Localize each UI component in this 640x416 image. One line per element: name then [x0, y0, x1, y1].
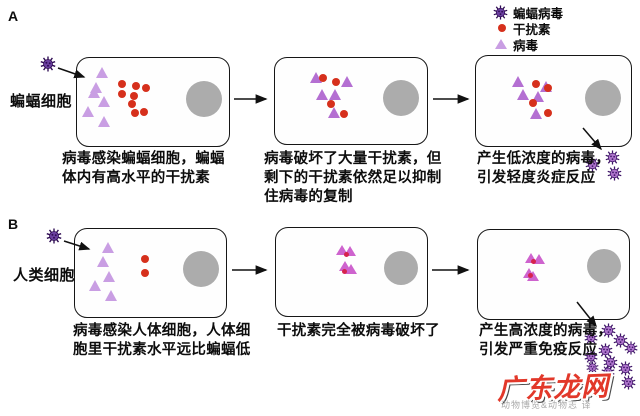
interferon-dot [131, 109, 139, 117]
virus-triangle-icon [493, 37, 508, 52]
released-virus-star [584, 331, 598, 345]
interferon-dot [332, 78, 340, 86]
legend-row-virus: 病毒 [493, 36, 563, 53]
caption-bat-step1: 病毒感染蝙蝠细胞，蝙蝠 体内有高水平的干扰素 [62, 151, 225, 186]
panel-b-letter: B [8, 216, 19, 232]
caption-human-step1: 病毒感染人体细胞，人体细 胞里干扰素水平远比蝙蝠低 [73, 323, 251, 358]
caption-human-step3: 产生高浓度的病毒， 引发严重免疫反应 [479, 323, 613, 358]
virus-triangle [345, 264, 357, 274]
interferon-dot [142, 84, 150, 92]
released-virus-star [601, 365, 615, 379]
virus-triangle [98, 116, 110, 127]
released-virus-star [613, 332, 628, 348]
interferon-dot [128, 100, 136, 108]
virus-triangle [316, 89, 328, 100]
legend-label: 病毒 [513, 38, 539, 53]
virus-triangle [517, 89, 529, 100]
nucleus [186, 81, 222, 117]
virus-triangle [82, 106, 94, 117]
interferon-dot [532, 80, 540, 88]
interferon-dot-icon [493, 21, 508, 36]
panel-a-letter: A [8, 8, 19, 24]
bat-virus-star [46, 228, 62, 244]
virus-triangle [103, 271, 115, 282]
virus-triangle [525, 253, 537, 263]
bat-virus-star-icon [493, 4, 508, 20]
released-virus-star [585, 360, 599, 374]
virus-triangle [329, 89, 341, 100]
virus-triangle [98, 96, 110, 107]
virus-speck [530, 258, 536, 264]
virus-triangle [533, 254, 545, 264]
nucleus [587, 249, 621, 283]
human-cell-step3-membrane [477, 229, 630, 320]
virus-speck [341, 268, 347, 274]
released-virus-star [585, 156, 600, 172]
interferon-dot [118, 80, 126, 88]
interferon-dot [327, 100, 335, 108]
released-virus-star [598, 342, 613, 358]
bat-cell-step1-membrane [76, 57, 230, 147]
virus-triangle [105, 290, 117, 301]
released-virus-star [624, 341, 638, 355]
legend-label: 蝙蝠病毒 [513, 6, 564, 21]
interferon-dot [130, 92, 138, 100]
virus-triangle [336, 245, 348, 255]
caption-bat-step3: 产生低浓度的病毒， 引发轻度炎症反应 [477, 151, 611, 186]
virus-triangle [328, 107, 340, 118]
watermark-credit: 动物博览&动物志 译 [501, 400, 592, 410]
caption-human-step2: 干扰素完全被病毒破坏了 [277, 323, 440, 339]
interferon-dot [529, 99, 537, 107]
caption-bat-step2: 病毒破坏了大量干扰素，但 剩下的干扰素依然足以抑制 住病毒的复制 [264, 151, 442, 205]
released-virus-star [607, 165, 622, 181]
interferon-dot [118, 90, 126, 98]
legend: 蝙蝠病毒 干扰素 病毒 [493, 4, 564, 53]
virus-triangle [310, 72, 322, 83]
nucleus [183, 251, 219, 287]
interferon-dot [141, 269, 149, 277]
released-virus-star [618, 360, 633, 376]
nucleus [383, 80, 419, 116]
human-cell-step1-membrane [74, 228, 227, 318]
released-virus-star [621, 374, 636, 390]
bat-cell-step2-membrane [274, 57, 428, 145]
virus-triangle [96, 67, 108, 78]
virus-triangle [344, 246, 356, 256]
interferon-dot [132, 82, 140, 90]
virus-triangle [530, 108, 542, 119]
bat-cell-label: 蝙蝠细胞 [10, 93, 73, 110]
interferon-dot [319, 74, 327, 82]
virus-triangle [89, 280, 101, 291]
virus-triangle [97, 256, 109, 267]
virus-triangle [512, 76, 524, 87]
virus-triangle [102, 242, 114, 253]
interferon-dot [544, 84, 552, 92]
bat-cell-step3-membrane [475, 55, 632, 147]
virus-triangle [341, 76, 353, 87]
legend-label: 干扰素 [513, 22, 551, 37]
human-cell-step2-membrane [275, 227, 428, 317]
nucleus [585, 80, 621, 116]
interferon-dot [141, 255, 149, 263]
virus-speck [527, 272, 533, 278]
virus-triangle [88, 87, 100, 98]
virus-triangle [527, 271, 539, 281]
released-virus-star [605, 149, 620, 165]
released-virus-star [601, 322, 616, 338]
interferon-dot [340, 110, 348, 118]
released-virus-star [584, 350, 598, 364]
human-cell-label: 人类细胞 [13, 267, 76, 284]
legend-row-interferon: 干扰素 [493, 20, 563, 37]
interferon-dot [140, 108, 148, 116]
nucleus [384, 251, 418, 285]
virus-speck [343, 251, 349, 257]
legend-row-bat-virus: 蝙蝠病毒 [493, 4, 564, 21]
released-virus-star [603, 354, 618, 370]
bat-virus-star [40, 56, 56, 72]
interferon-dot [544, 109, 552, 117]
virus-triangle [532, 91, 544, 102]
